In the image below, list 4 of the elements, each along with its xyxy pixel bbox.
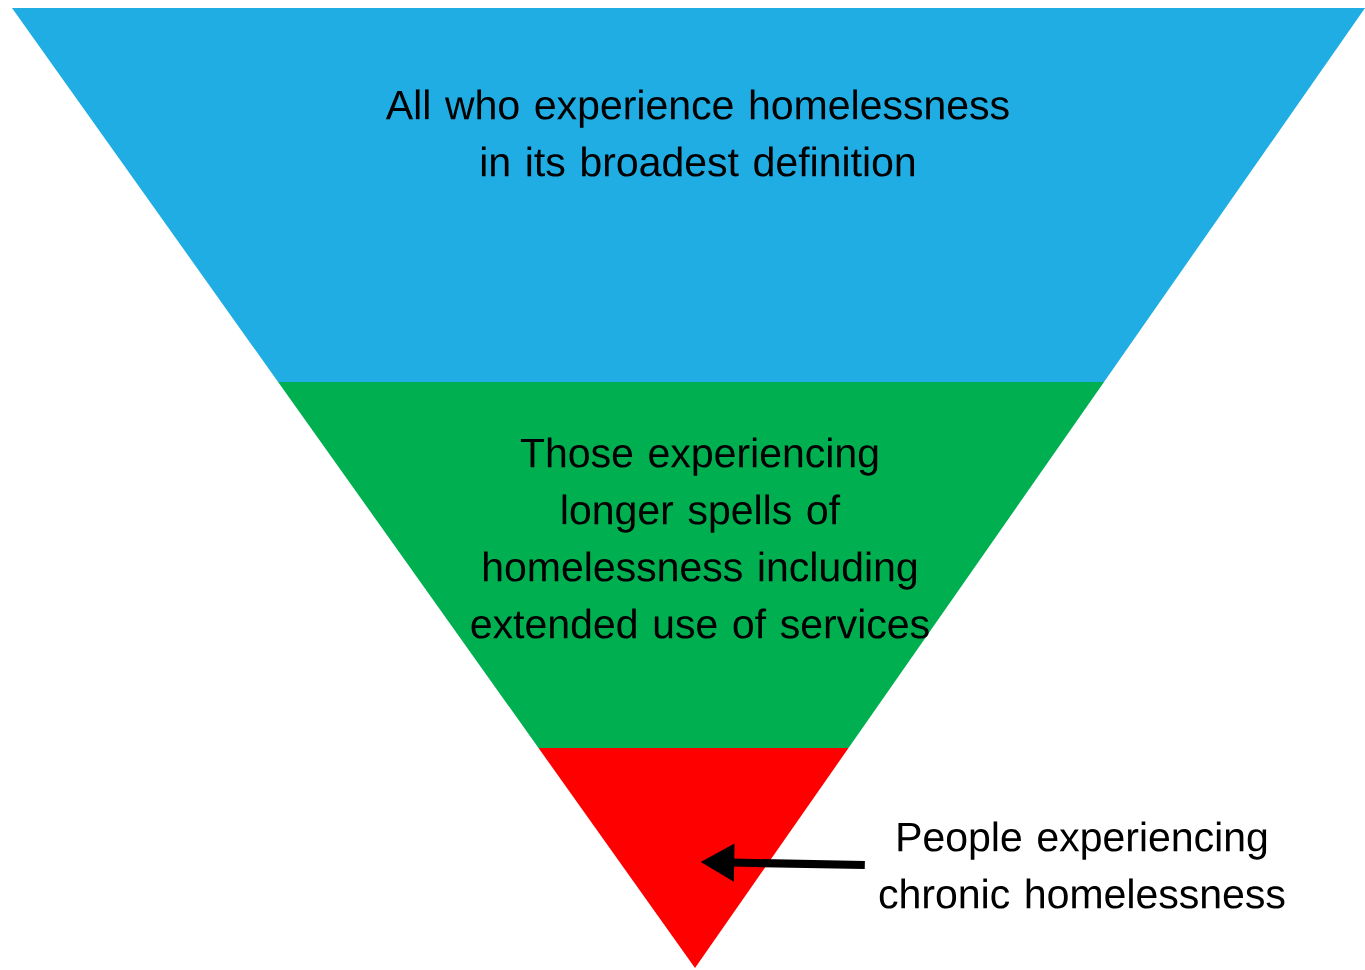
funnel-tip — [538, 748, 849, 968]
callout-text: People experiencing chronic homelessness — [879, 821, 1285, 909]
funnel-band: All who experience homelessness in its broadest definition — [12, 8, 1365, 382]
funnel-band: Those experiencing longer spells of homelessness including extended use of services — [278, 382, 1104, 748]
